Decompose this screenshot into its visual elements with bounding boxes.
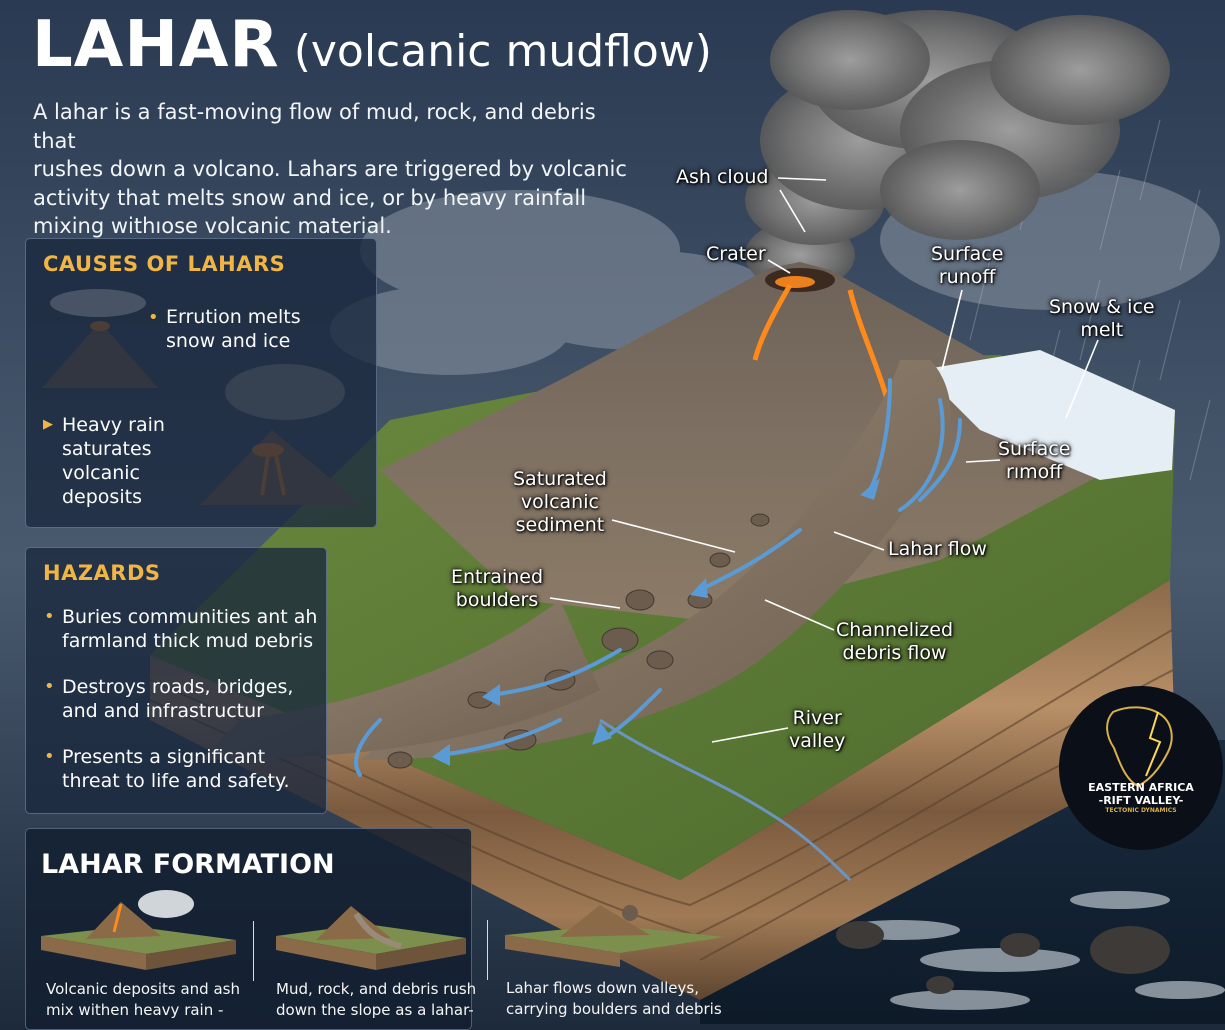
callout-channelized-flow: Channelized debris flow: [836, 619, 953, 665]
formation-step-3: Lahar flows down valleys, carrying bould…: [506, 978, 722, 1020]
step-text: Mud, rock, and debris rush: [276, 980, 477, 998]
callout-text: Crater: [706, 243, 766, 265]
intro-line: rushes down a volcano. Lahars are trigge…: [33, 157, 627, 181]
formation-step-2-image: [276, 906, 466, 970]
formation-step-1-image: [41, 890, 236, 970]
callout-text: Surface: [931, 243, 1004, 265]
callout-text: Snow & ice: [1049, 296, 1155, 318]
step-text: carrying boulders and debris: [506, 1000, 722, 1018]
cause-text: volcanic: [62, 462, 141, 484]
logo-line-3: TECTONIC DYNAMICS: [1105, 807, 1177, 814]
step-text: Lahar flows down valleys,: [506, 979, 699, 997]
callout-text: valley: [789, 730, 846, 752]
hazards-heading: HAZARDS: [43, 561, 161, 585]
callout-river-valley: River valley: [789, 707, 845, 753]
causes-panel: CAUSES OF LAHARS • Errution melts snow a…: [25, 238, 377, 528]
logo-text: EASTERN AFRICA -RIFT VALLEY- TECTONIC DY…: [1078, 781, 1204, 814]
hazard-text: farmland thick mud ɒebris: [62, 630, 314, 652]
callout-text: Ash cloud: [676, 166, 769, 188]
callout-snow-ice-melt: Snow & ice melt: [1049, 296, 1155, 342]
hazard-text: threat to life and safety.: [62, 770, 290, 792]
play-arrow-icon: ▶: [43, 417, 53, 432]
callout-text: boulders: [455, 589, 539, 611]
callout-text: runoff: [938, 266, 996, 288]
hazard-item: Buries communities ant ah farmland thick…: [62, 605, 317, 653]
step-text: mix withen heavy rain -: [46, 1001, 224, 1019]
callout-text: Saturated: [513, 468, 607, 490]
bullet-dot-icon: •: [44, 606, 55, 627]
callout-lahar-flow: Lahar flow: [888, 538, 987, 561]
callout-text: River: [792, 707, 842, 729]
callout-surface-runoff-right: Surface rımoff: [998, 438, 1070, 484]
step-text: Volcanic deposits and ash: [46, 980, 240, 998]
cause-item: Heavy rain saturates volcanic deposits: [62, 413, 165, 509]
callout-text: Lahar flow: [888, 538, 987, 560]
title-subtitle: (volcanic mudflow): [293, 26, 712, 77]
logo-line-2: -RIFT VALLEY-: [1098, 794, 1184, 807]
callout-surface-runoff-top: Surface runoff: [931, 243, 1003, 289]
bullet-dot-icon: •: [44, 676, 55, 697]
callout-text: volcanic: [520, 491, 599, 513]
hazard-text: Destroys roads, bridges,: [62, 676, 294, 698]
step-divider-arrow: [253, 921, 254, 981]
callout-crater: Crater: [706, 243, 766, 266]
callout-text: rımoff: [1006, 461, 1063, 483]
hazards-panel: HAZARDS • Buries communities ant ah farm…: [25, 547, 327, 814]
formation-step-illustrations: [41, 890, 466, 970]
hazard-text: and and infrastructur: [62, 700, 264, 722]
intro-line: A lahar is a fast-moving flow of mud, ro…: [33, 100, 596, 153]
formation-panel: LAHAR FORMATION Volcanic deposits and as…: [25, 828, 476, 1030]
cause-text: deposits: [62, 486, 142, 508]
formation-step-3-image: [505, 905, 725, 967]
callout-text: Channelized: [836, 619, 954, 641]
callout-text: melt: [1080, 319, 1124, 341]
cause-text: Heavy rain: [62, 414, 165, 436]
callout-text: Surface: [998, 438, 1071, 460]
intro-line: activity that melts snow and ice, or by …: [33, 185, 587, 210]
callout-saturated-sediment: Saturated volcanic sediment: [513, 468, 607, 537]
logo-badge: [1059, 686, 1223, 850]
callout-entrained-boulders: Entrained boulders: [451, 566, 543, 612]
bullet-dot-icon: •: [148, 307, 159, 328]
causes-heading: CAUSES OF LAHARS: [43, 252, 286, 276]
cause-item: Errution melts snow and ice: [166, 305, 301, 353]
callout-text: Entrained: [451, 566, 544, 588]
hazard-item: Presents a significant threat to life an…: [62, 745, 290, 793]
hazard-item: Destroys roads, bridges, and and infrast…: [62, 675, 293, 723]
hazard-text: Buries communities ant ah: [62, 606, 318, 628]
callout-text: sediment: [515, 514, 605, 536]
cause-text: snow and ice: [166, 330, 291, 352]
formation-step-2: Mud, rock, and debris rush down the slop…: [276, 979, 476, 1021]
intro-paragraph: A lahar is a fast-moving flow of mud, ro…: [33, 98, 633, 241]
cause-text: saturates: [62, 438, 152, 460]
step-divider-arrow: [487, 920, 488, 980]
callout-text: debris flow: [842, 642, 947, 664]
hazard-text: Presents a significant: [62, 746, 266, 768]
title-main: LAHAR: [32, 8, 280, 82]
callout-ash-cloud: Ash cloud: [676, 166, 768, 189]
cause-text: Errution melts: [166, 306, 301, 328]
bullet-dot-icon: •: [44, 746, 55, 767]
formation-heading: LAHAR FORMATION: [41, 849, 335, 880]
step-text: down the slope as a lahar-: [276, 1001, 474, 1019]
logo-line-1: EASTERN AFRICA: [1088, 781, 1194, 794]
page-title: LAHAR (volcanic mudflow): [32, 8, 712, 82]
formation-step-1: Volcanic deposits and ash mix withen hea…: [46, 979, 240, 1021]
intro-line: mixing withıose volcanic material.: [33, 214, 392, 238]
